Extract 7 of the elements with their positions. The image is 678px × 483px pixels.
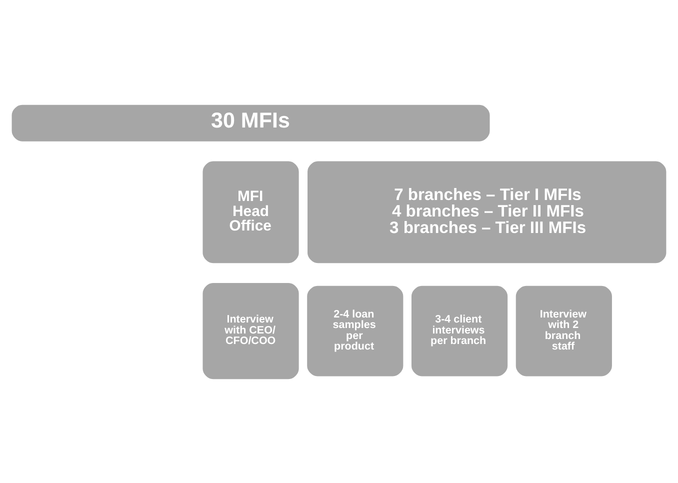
node-box: 30 MFIs	[12, 104, 490, 141]
node-box: Interview with CEO/ CFO/COO	[202, 282, 299, 379]
node-box: MFI Head Office	[202, 160, 299, 263]
node-box: Interview with 2 branch staff	[516, 285, 612, 376]
node-box: 3-4 client interviews per branch	[411, 285, 508, 376]
node-box: 7 branches – Tier I MFIs 4 branches – Tier II MFIs 3 branches – Tier III MFIs	[308, 160, 666, 263]
node-box: 2-4 loan samples per product	[307, 285, 404, 376]
